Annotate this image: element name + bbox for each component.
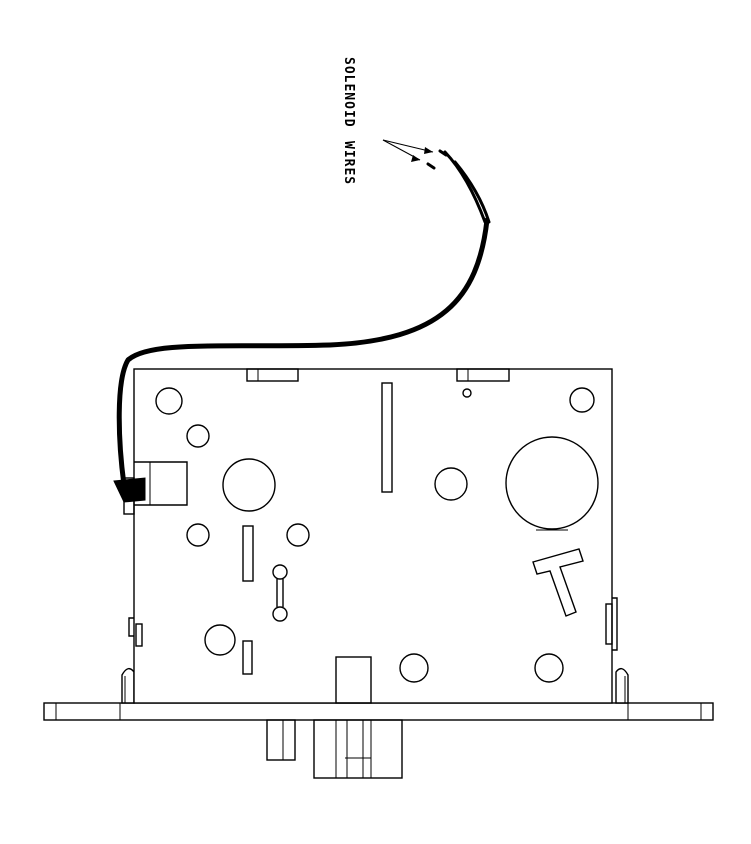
callout-line-2: WIRES: [341, 141, 356, 185]
solenoid-wire-bundle: [113, 150, 491, 503]
t-slot: [532, 548, 584, 617]
vertical-slot: [381, 382, 393, 493]
vertical-slot: [242, 525, 254, 582]
latch-guide: [335, 656, 372, 704]
mounting-hole: [204, 624, 236, 656]
wire-terminal: [113, 477, 146, 503]
latch-bolt: [266, 719, 296, 761]
mounting-hole: [186, 424, 210, 448]
top-tab-right: [456, 368, 510, 382]
cylinder-hole: [505, 436, 599, 530]
mounting-hole: [286, 523, 310, 547]
hub-hole: [222, 458, 276, 512]
top-tab-left: [246, 368, 299, 382]
vertical-slot: [242, 640, 253, 675]
dead-bolt: [313, 719, 403, 779]
lock-case: [123, 368, 618, 704]
callout-line-1: SOLENOID: [341, 57, 356, 128]
side-clip-left: [135, 623, 143, 647]
mounting-hole: [534, 653, 564, 683]
mounting-hole: [186, 523, 210, 547]
small-hole: [462, 388, 472, 398]
side-clip-right: [605, 603, 613, 645]
mounting-hole: [399, 653, 429, 683]
faceplate: [43, 702, 714, 721]
mounting-hole: [434, 467, 468, 501]
mounting-hole: [569, 387, 595, 413]
callout-label: SOLENOID WIRES: [341, 57, 356, 185]
mounting-hole: [155, 387, 183, 415]
dumbbell-slot: [272, 564, 288, 622]
faceplate-screw-right: [615, 667, 629, 704]
callout-arrows: [382, 139, 448, 170]
faceplate-screw-left: [121, 667, 135, 704]
